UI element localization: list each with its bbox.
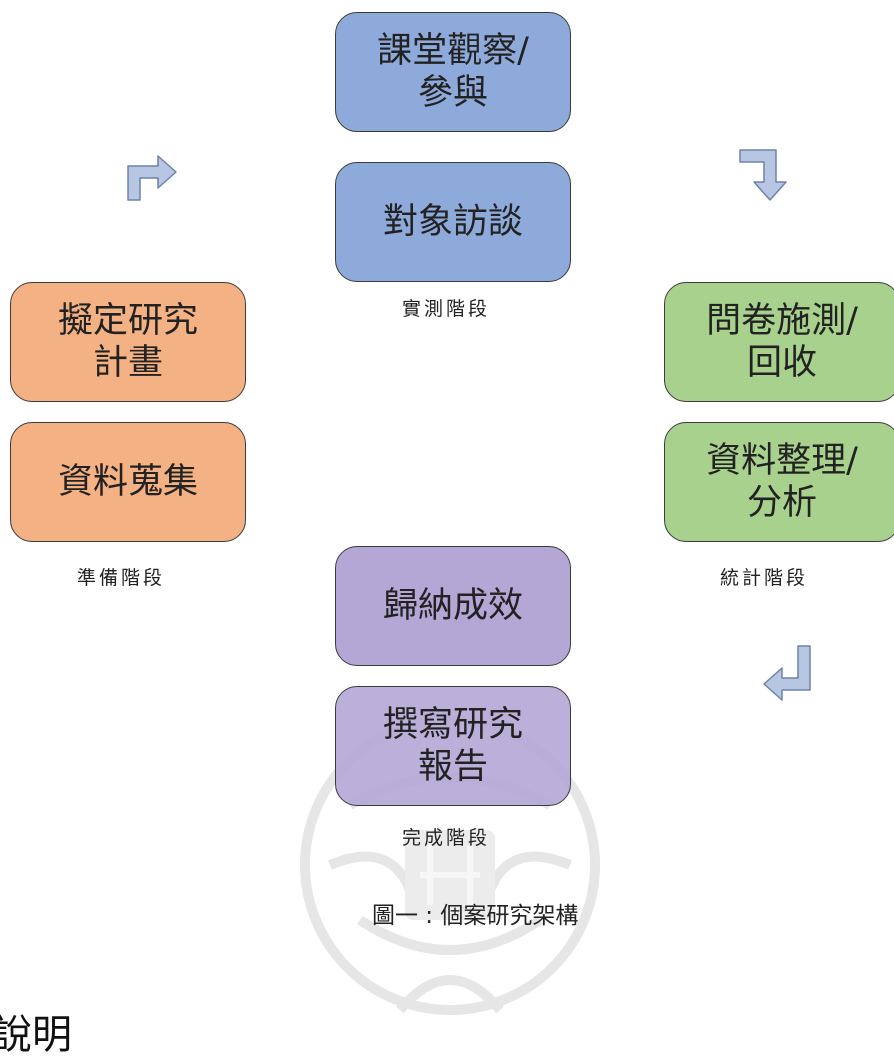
step-data-analysis: 資料整理/ 分析 — [664, 422, 894, 542]
step-data-analysis-text: 資料整理/ 分析 — [706, 441, 858, 523]
step-classroom-observation-text: 課堂觀察/ 參與 — [377, 31, 529, 113]
arrow-up-right-icon — [127, 155, 177, 201]
section-heading: 說明 — [0, 1012, 72, 1058]
step-interview: 對象訪談 — [335, 162, 571, 282]
step-write-report: 撰寫研究 報告 — [335, 686, 571, 806]
stage-label-completion: 完成階段 — [402, 827, 491, 849]
step-summarize-results: 歸納成效 — [335, 546, 571, 666]
step-research-plan: 擬定研究 計畫 — [10, 282, 246, 402]
stage-label-execution: 實測階段 — [402, 298, 491, 320]
step-summarize-results-text: 歸納成效 — [382, 586, 523, 626]
figure-caption: 圖一 : 個案研究架構 — [372, 903, 579, 929]
step-questionnaire: 問卷施測/ 回收 — [664, 282, 894, 402]
step-questionnaire-text: 問卷施測/ 回收 — [706, 301, 858, 383]
step-interview-text: 對象訪談 — [382, 202, 523, 242]
step-research-plan-text: 擬定研究 計畫 — [57, 301, 198, 383]
step-data-collection: 資料蒐集 — [10, 422, 246, 542]
stage-label-statistics: 統計階段 — [720, 567, 809, 589]
stage-label-preparation: 準備階段 — [77, 567, 166, 589]
step-data-collection-text: 資料蒐集 — [57, 462, 198, 502]
step-write-report-text: 撰寫研究 報告 — [382, 705, 523, 787]
step-classroom-observation: 課堂觀察/ 參與 — [335, 12, 571, 132]
arrow-right-down-icon — [739, 149, 787, 201]
arrow-down-left-icon — [763, 645, 811, 701]
